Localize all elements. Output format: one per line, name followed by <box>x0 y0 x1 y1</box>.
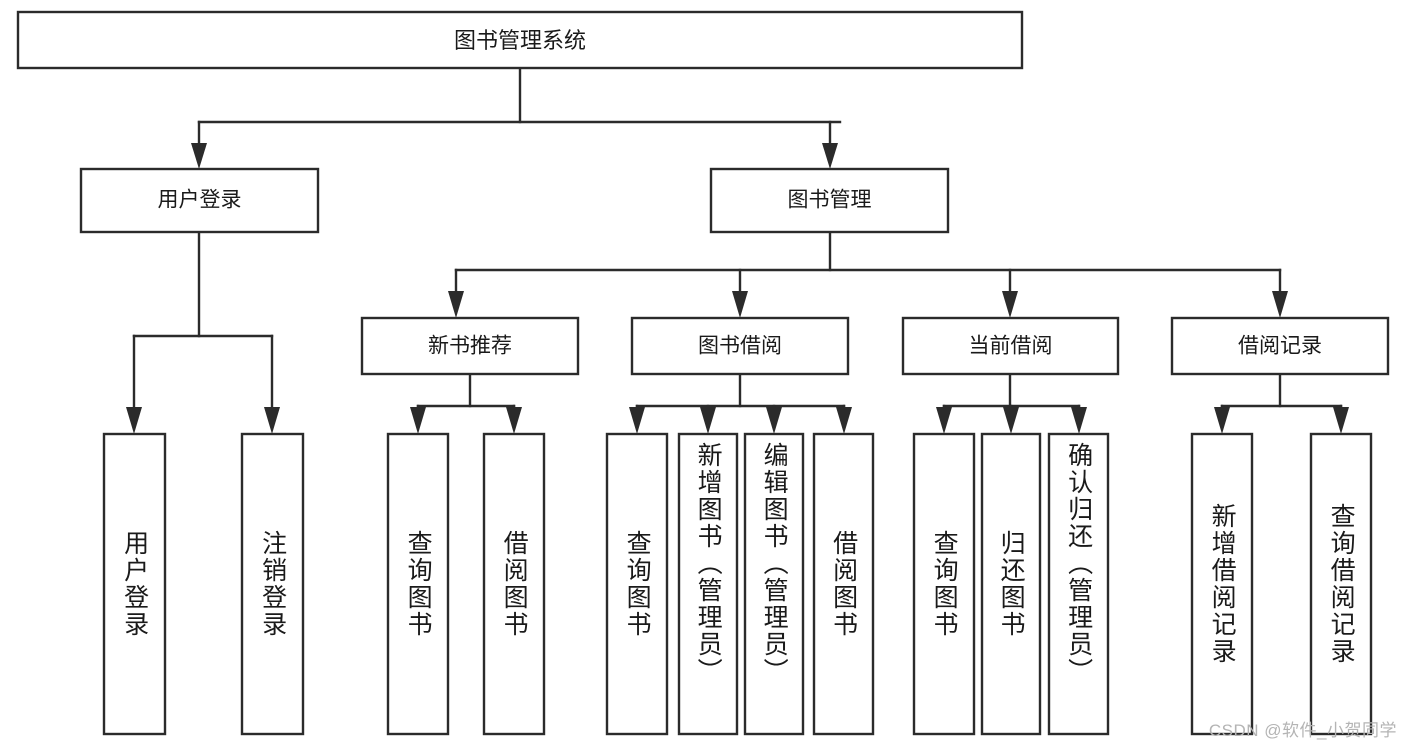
leaf-box-query-record[interactable] <box>1309 432 1373 736</box>
arrow-head-user-login <box>191 143 207 169</box>
node-new-book-recommend[interactable]: 新书推荐 <box>360 316 580 376</box>
arrow-head-leaf-borrow-book-2 <box>836 407 852 434</box>
leaf-boxes <box>102 432 1373 736</box>
arrow-head-borrow-record <box>1272 291 1288 318</box>
connector-group-current-borrow <box>936 372 1087 434</box>
arrow-head-book-borrow <box>732 291 748 318</box>
node-borrow-record-label: 借阅记录 <box>1238 335 1322 358</box>
node-user-login-box[interactable] <box>79 167 320 234</box>
arrow-head-leaf-borrow-book-1 <box>506 407 522 434</box>
leaf-box-logout-login[interactable] <box>240 432 305 736</box>
connector-group-new-book-recommend <box>410 372 522 434</box>
arrow-head-leaf-add-record <box>1214 407 1230 434</box>
leaf-box-query-book-2[interactable] <box>605 432 669 736</box>
arrow-head-leaf-query-book-3 <box>936 407 952 434</box>
connector-group-book-management <box>448 230 1288 318</box>
connector-group-root <box>191 66 842 169</box>
leaf-box-add-book[interactable] <box>677 432 739 736</box>
arrow-head-leaf-logout-login <box>264 407 280 434</box>
arrow-head-leaf-return-book <box>1003 407 1019 434</box>
arrow-head-leaf-add-book <box>700 407 716 434</box>
leaf-box-query-book-1[interactable] <box>386 432 450 736</box>
node-current-borrow[interactable]: 当前借阅 <box>901 316 1120 376</box>
node-current-borrow-box[interactable] <box>901 316 1120 376</box>
node-current-borrow-label: 当前借阅 <box>969 335 1053 358</box>
node-new-book-recommend-label: 新书推荐 <box>428 335 512 358</box>
leaf-box-query-book-3[interactable] <box>912 432 976 736</box>
node-user-login-label: 用户登录 <box>158 189 242 212</box>
leaf-box-user-login[interactable] <box>102 432 167 736</box>
node-book-management-label: 图书管理 <box>788 189 872 212</box>
arrow-head-leaf-edit-book <box>766 407 782 434</box>
node-book-borrow-label: 图书借阅 <box>698 335 782 358</box>
leaf-box-edit-book[interactable] <box>743 432 805 736</box>
leaf-box-confirm-return[interactable] <box>1047 432 1110 736</box>
connector-group-book-borrow <box>629 372 852 434</box>
arrow-head-book-management <box>822 143 838 169</box>
connector-group-borrow-record <box>1214 372 1349 434</box>
arrow-head-leaf-query-book-2 <box>629 407 645 434</box>
arrow-head-current-borrow <box>1002 291 1018 318</box>
leaf-box-add-record[interactable] <box>1190 432 1254 736</box>
node-borrow-record-box[interactable] <box>1170 316 1390 376</box>
arrow-head-leaf-user-login <box>126 407 142 434</box>
node-root-label: 图书管理系统 <box>454 28 586 53</box>
arrow-head-new-book-recommend <box>448 291 464 318</box>
csdn-watermark: CSDN @软件_小贺同学 <box>1208 721 1397 740</box>
node-root[interactable]: 图书管理系统 <box>16 10 1024 70</box>
node-book-management-box[interactable] <box>709 167 950 234</box>
connector-group-user-login <box>126 230 280 434</box>
node-book-borrow[interactable]: 图书借阅 <box>630 316 850 376</box>
node-root-box[interactable] <box>16 10 1024 70</box>
node-book-borrow-box[interactable] <box>630 316 850 376</box>
node-borrow-record[interactable]: 借阅记录 <box>1170 316 1390 376</box>
leaf-box-borrow-book-1[interactable] <box>482 432 546 736</box>
arrow-head-leaf-confirm-return <box>1071 407 1087 434</box>
node-new-book-recommend-box[interactable] <box>360 316 580 376</box>
leaf-box-borrow-book-2[interactable] <box>812 432 875 736</box>
node-user-login[interactable]: 用户登录 <box>79 167 320 234</box>
leaf-box-return-book[interactable] <box>980 432 1042 736</box>
node-book-management[interactable]: 图书管理 <box>709 167 950 234</box>
arrow-head-leaf-query-book-1 <box>410 407 426 434</box>
arrow-head-leaf-query-record <box>1333 407 1349 434</box>
